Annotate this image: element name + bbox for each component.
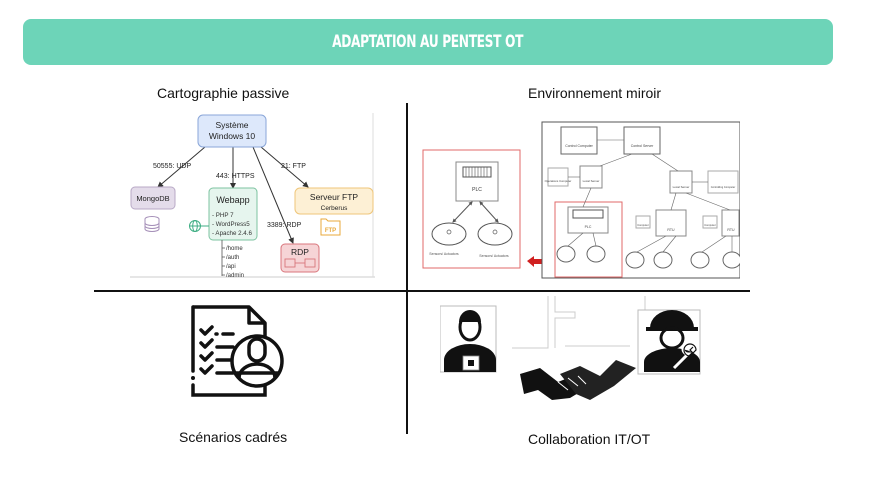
local-server-right-label: Local Server xyxy=(673,185,690,189)
webapp-path: /api xyxy=(226,264,236,270)
hmi-left-label: Computer xyxy=(637,223,649,227)
control-server-label: Control Server xyxy=(631,144,654,148)
section-title-collaboration: Collaboration IT/OT xyxy=(528,431,651,447)
edge-label-udp: 50555: UDP xyxy=(153,163,191,170)
hmi-right-label: Computer xyxy=(704,223,716,227)
rtu-left-label: RTU xyxy=(667,228,675,232)
ot-engineer-icon xyxy=(637,309,701,375)
checklist-user-icon xyxy=(191,305,284,397)
ftp-badge: FTP xyxy=(325,228,336,234)
globe-icon xyxy=(189,220,209,232)
section-title-cartography: Cartographie passive xyxy=(157,85,290,101)
section-title-mirror: Environnement miroir xyxy=(528,85,662,101)
operations-computer-label: Operations Computer xyxy=(545,179,572,183)
node-windows-system: Système Windows 10 xyxy=(197,114,267,148)
sensor-label: Sensors/ Actuators xyxy=(479,254,509,258)
horizontal-divider xyxy=(94,290,750,292)
rtu-right-label: RTU xyxy=(727,228,735,232)
remote-desktop-icon xyxy=(284,258,316,268)
collaboration-illustration xyxy=(440,296,701,400)
mirror-environment-diagram: PLC Sensors/ Actuators Sensors/ Actuator… xyxy=(422,121,740,279)
local-server-left-label: Local Server xyxy=(583,179,600,183)
sensor-label: Sensors/ Actuators xyxy=(429,252,459,256)
node-rdp-label: RDP xyxy=(291,247,309,257)
node-mongodb: MongoDB xyxy=(130,186,176,232)
handshake-icon xyxy=(520,360,636,400)
edge-label-ftp: 21: FTP xyxy=(281,163,306,170)
vertical-divider xyxy=(406,103,408,434)
it-engineer-icon xyxy=(440,305,497,373)
plc-label: PLC xyxy=(472,187,482,193)
node-mongodb-label: MongoDB xyxy=(136,194,169,203)
database-icon xyxy=(144,216,160,232)
webapp-path: /home xyxy=(226,246,243,252)
webapp-path: /admin xyxy=(226,273,244,279)
edge-label-rdp: 3389: RDP xyxy=(267,222,302,229)
section-title-scenarios: Scénarios cadrés xyxy=(179,429,288,445)
controlling-computer-label: Controlling Computer xyxy=(711,185,736,189)
node-webapp: Webapp - PHP 7 - WordPress5 - Apache 2.4… xyxy=(189,187,258,279)
node-rdp: RDP xyxy=(280,243,320,273)
webapp-item: - PHP 7 xyxy=(212,212,234,219)
banner-title: ADAPTATION AU PENTEST OT xyxy=(332,32,524,52)
webapp-item: - Apache 2.4.6 xyxy=(212,230,252,237)
network-map-diagram: Système Windows 10 50555: UDP 443: HTTPS… xyxy=(95,105,380,280)
node-webapp-label: Webapp xyxy=(216,195,249,205)
plc-small-label: PLC xyxy=(585,225,592,229)
node-root-line2: Windows 10 xyxy=(209,131,256,141)
red-arrow-icon xyxy=(527,256,551,267)
node-ftp-line2: Cerberus xyxy=(321,205,348,212)
control-computer-label: Control Computer xyxy=(565,144,593,148)
title-banner: ADAPTATION AU PENTEST OT xyxy=(23,19,833,65)
plc-zoom-box: PLC Sensors/ Actuators Sensors/ Actuator… xyxy=(422,149,521,269)
edge-label-https: 443: HTTPS xyxy=(216,173,255,180)
webapp-item: - WordPress5 xyxy=(212,221,250,228)
ftp-folder-icon: FTP xyxy=(320,218,341,236)
node-root-line1: Système xyxy=(215,120,248,130)
webapp-path: /auth xyxy=(226,255,239,261)
node-ftp-line1: Serveur FTP xyxy=(310,192,359,202)
node-ftp-server: Serveur FTP Cerberus FTP xyxy=(294,187,374,236)
